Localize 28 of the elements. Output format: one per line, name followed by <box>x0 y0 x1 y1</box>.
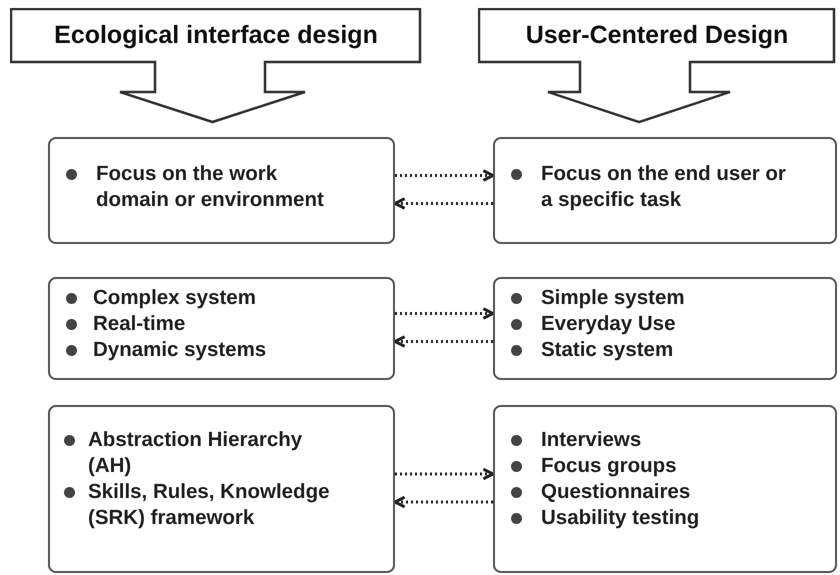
bullet-item: Real-time <box>66 311 379 337</box>
bullet-item: Static system <box>511 337 823 363</box>
rounded-box <box>493 277 837 380</box>
bullet-item: Focus on the end user or a specific task <box>511 161 795 213</box>
bullet-item: Complex system <box>66 285 379 311</box>
dotted-arrow <box>395 307 494 320</box>
dotted-arrow <box>394 197 493 210</box>
heading: User-Centered Design <box>524 20 790 50</box>
bullet-item: Focus on the work domain or environment <box>66 161 333 213</box>
bullet-item: Simple system <box>511 285 823 311</box>
bullet-item: Skills, Rules, Knowledge (SRK) framework <box>64 479 343 531</box>
bullet-item: Everyday Use <box>511 311 823 337</box>
heading: Ecological interface design <box>53 20 379 50</box>
rounded-box <box>48 137 395 244</box>
bullet-item: Dynamic systems <box>66 337 379 363</box>
rounded-box <box>48 277 395 380</box>
bullet-item: Focus groups <box>511 453 823 479</box>
bullet-item: Interviews <box>511 427 823 453</box>
rounded-box <box>493 137 837 244</box>
dotted-arrow <box>394 335 493 348</box>
dotted-arrow <box>395 169 494 182</box>
dotted-arrow <box>395 468 494 480</box>
dotted-arrow <box>394 496 493 508</box>
rounded-box <box>48 405 395 573</box>
rounded-box <box>493 405 837 573</box>
bullet-item: Questionnaires <box>511 479 823 505</box>
bullet-item: Usability testing <box>511 505 823 531</box>
bullet-item: Abstraction Hierarchy (AH) <box>64 427 343 479</box>
